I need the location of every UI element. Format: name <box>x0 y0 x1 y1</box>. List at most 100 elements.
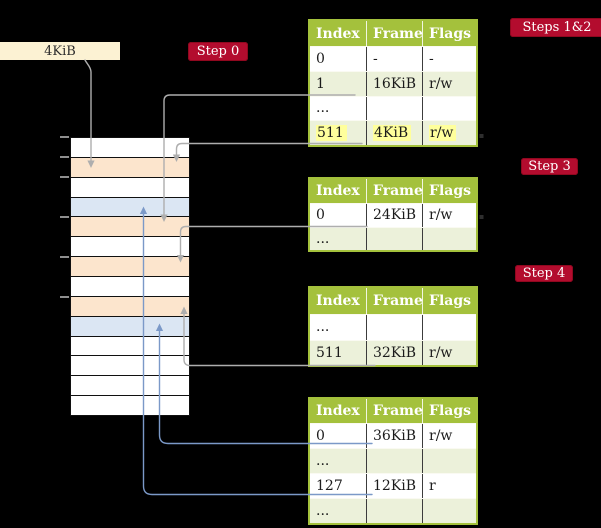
table-row: 0 24KiB r/w <box>310 203 476 227</box>
table-row: ... <box>310 314 476 340</box>
table-row: 127 12KiB r <box>310 473 476 498</box>
table-row-highlighted: 511 4KiB r/w <box>310 120 476 145</box>
memory-frame <box>71 216 189 237</box>
step-3-badge: Step 3 <box>521 158 578 175</box>
address-tick <box>60 256 69 258</box>
column-header-frame: Frame <box>366 399 422 423</box>
table-body: 0 - - 1 16KiB r/w ... 511 4KiB r/w <box>310 46 476 145</box>
cell-index: 1 <box>316 75 325 92</box>
table-body: ... 511 32KiB r/w <box>310 314 476 365</box>
cell-frame <box>366 96 422 121</box>
memory-frame <box>71 256 189 277</box>
cell-frame <box>366 499 422 523</box>
table-row: ... <box>310 498 476 523</box>
table-header: Index Frame Flags <box>310 399 476 423</box>
cell-index: ... <box>316 319 330 336</box>
memory-frame <box>71 196 189 217</box>
address-tick <box>60 296 69 298</box>
cell-flags: r <box>422 474 476 498</box>
cell-frame: 32KiB <box>366 340 422 365</box>
table-header: Index Frame Flags <box>310 21 476 46</box>
column-header-flags: Flags <box>422 179 476 203</box>
cell-flags: r/w <box>422 340 476 365</box>
table-body: 0 36KiB r/w ... 127 12KiB r ... <box>310 423 476 523</box>
step-4-badge: Step 4 <box>515 265 573 282</box>
page-table-steps-1-2: Index Frame Flags 0 - - 1 16KiB r/w ... … <box>308 19 478 147</box>
memory-frame <box>71 355 189 376</box>
cell-frame: 12KiB <box>366 474 422 498</box>
table-row: 0 - - <box>310 46 476 71</box>
column-header-flags: Flags <box>422 399 476 423</box>
memory-frame <box>71 295 189 316</box>
cell-index: 0 <box>316 428 325 444</box>
cell-flags: - <box>422 47 476 71</box>
cell-frame <box>366 227 422 250</box>
address-tick <box>60 176 69 178</box>
highlight: 4KiB <box>373 125 412 142</box>
highlight: 511 <box>316 125 347 142</box>
address-tick <box>60 216 69 218</box>
table-row: ... <box>310 95 476 121</box>
memory-frame <box>71 315 189 336</box>
memory-frame <box>71 276 189 296</box>
cell-flags <box>422 449 476 473</box>
cell-frame: 4KiB <box>366 121 422 145</box>
table-body: 0 24KiB r/w ... <box>310 203 476 250</box>
cell-index: 0 <box>316 207 325 224</box>
page-table-step-4: Index Frame Flags ... 511 32KiB r/w <box>308 286 478 367</box>
row-stub-mark <box>479 134 484 138</box>
cell-flags <box>422 499 476 523</box>
cell-index: 127 <box>316 478 343 494</box>
row-stub-mark <box>479 215 484 219</box>
cell-frame: - <box>366 47 422 71</box>
address-tick <box>60 156 69 158</box>
cell-flags: r/w <box>422 71 476 96</box>
step-0-badge: Step 0 <box>188 42 248 61</box>
cell-flags <box>422 315 476 340</box>
cell-index: 0 <box>316 50 325 67</box>
highlight: r/w <box>429 125 457 142</box>
table-row: ... <box>310 448 476 473</box>
page-table-step-3: Index Frame Flags 0 24KiB r/w ... <box>308 177 478 252</box>
page-table-last-level: Index Frame Flags 0 36KiB r/w ... 127 12… <box>308 397 478 525</box>
cell-flags: r/w <box>422 204 476 227</box>
cell-flags <box>422 96 476 121</box>
physical-memory-column <box>70 137 190 416</box>
cell-index: ... <box>316 230 330 247</box>
table-row: ... <box>310 226 476 250</box>
memory-frame <box>71 236 189 257</box>
table-row: 1 16KiB r/w <box>310 70 476 96</box>
cell-flags <box>422 227 476 250</box>
cell-index: ... <box>316 453 330 469</box>
table-header: Index Frame Flags <box>310 288 476 314</box>
memory-frame <box>71 375 189 396</box>
column-header-index: Index <box>316 403 360 419</box>
memory-frame <box>71 395 189 416</box>
cell-frame <box>366 449 422 473</box>
cell-flags: r/w <box>422 424 476 448</box>
column-header-frame: Frame <box>366 179 422 203</box>
column-header-index: Index <box>316 25 360 42</box>
cell-frame: 16KiB <box>366 71 422 96</box>
cell-frame: 24KiB <box>366 204 422 227</box>
column-header-frame: Frame <box>366 288 422 314</box>
cell-index: ... <box>316 503 330 519</box>
table-header: Index Frame Flags <box>310 179 476 203</box>
column-header-frame: Frame <box>366 21 422 46</box>
cell-frame: 36KiB <box>366 424 422 448</box>
cell-flags: r/w <box>422 121 476 145</box>
memory-frame <box>71 176 189 197</box>
address-tick <box>60 136 69 138</box>
cell-index: ... <box>316 100 330 117</box>
table-row: 0 36KiB r/w <box>310 423 476 448</box>
page-size-label: 4KiB <box>0 42 120 60</box>
cell-index: 511 <box>316 344 343 361</box>
memory-frame <box>71 138 189 157</box>
column-header-flags: Flags <box>422 21 476 46</box>
memory-frame <box>71 335 189 356</box>
table-row: 511 32KiB r/w <box>310 339 476 365</box>
steps-1-2-badge: Steps 1&2 <box>510 18 601 37</box>
memory-frame <box>71 156 189 177</box>
column-header-index: Index <box>316 293 360 309</box>
